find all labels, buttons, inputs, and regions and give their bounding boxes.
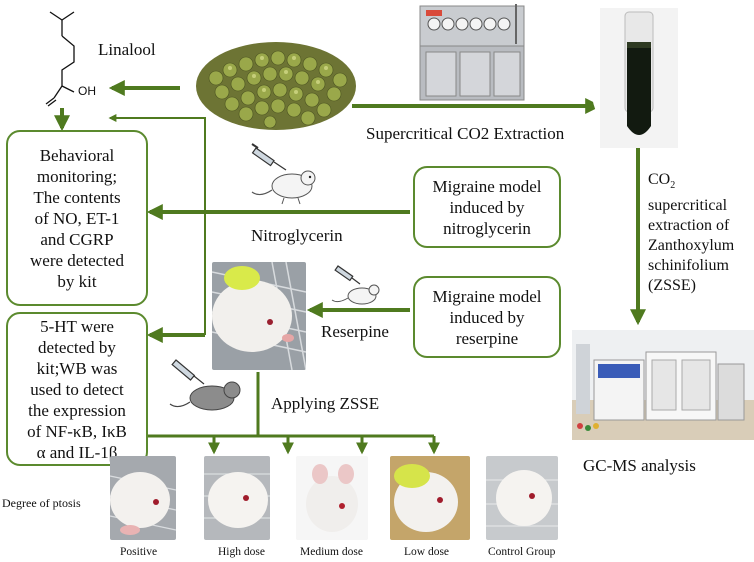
mouse-photo-low-dose xyxy=(390,456,470,540)
syringe-icon xyxy=(171,359,205,385)
hydroxyl-label: OH xyxy=(78,84,96,98)
gcms-label: GC-MS analysis xyxy=(583,456,696,475)
western-blot-text: 5-HT were detected by kit;WB was used to… xyxy=(27,316,127,462)
mouse-photo-medium-dose xyxy=(296,456,368,540)
applying-zsse-label: Applying ZSSE xyxy=(271,394,380,413)
extraction-label: Supercritical CO2 Extraction xyxy=(366,124,565,143)
co2-text: CO xyxy=(648,171,671,188)
model-nitroglycerin-text: Migraine model induced by nitroglycerin xyxy=(432,176,542,238)
mouse-icon xyxy=(169,381,241,411)
mouse-injection-reserpine xyxy=(331,265,380,305)
syringe-icon xyxy=(334,265,361,285)
zsse-line-2: extraction of xyxy=(648,217,730,235)
model-nitroglycerin-box: Migraine model induced by nitroglycerin xyxy=(413,166,561,248)
mouse-icon xyxy=(251,170,316,205)
ptosis-label: Degree of ptosis xyxy=(2,496,81,510)
group-label-high-dose: High dose xyxy=(218,546,265,558)
western-blot-box: 5-HT were detected by kit;WB was used to… xyxy=(6,312,148,466)
behavioral-monitoring-box: Behavioral monitoring; The contents of N… xyxy=(6,130,148,306)
mouse-photo-positive xyxy=(110,456,176,540)
zsse-line-1: supercritical xyxy=(648,197,728,215)
behavioral-monitoring-text: Behavioral monitoring; The contents of N… xyxy=(30,145,124,291)
model-reserpine-box: Migraine model induced by reserpine xyxy=(413,276,561,358)
mouse-injection-nitroglycerin xyxy=(251,143,316,205)
zsse-line-3: Zanthoxylum xyxy=(648,237,735,255)
gcms-instrument-icon xyxy=(572,330,754,440)
syringe-icon xyxy=(251,143,287,171)
group-label-control-group: Control Group xyxy=(488,546,556,558)
group-label-low-dose: Low dose xyxy=(404,546,450,558)
connector-photo-to-linalool xyxy=(108,114,206,335)
mouse-icon xyxy=(331,284,380,305)
zsse-line-5: (ZSSE) xyxy=(648,277,696,295)
mouse-photo-high-dose xyxy=(204,456,270,540)
model-reserpine-text: Migraine model induced by reserpine xyxy=(432,286,542,348)
reserpine-label: Reserpine xyxy=(321,322,389,341)
nitroglycerin-label: Nitroglycerin xyxy=(251,226,343,245)
zsse-line-4: schinifolium xyxy=(648,257,729,275)
test-tube-icon xyxy=(590,8,688,148)
linalool-structure xyxy=(45,11,75,107)
mouse-photo-model xyxy=(212,262,306,370)
pepper-seeds-photo xyxy=(196,42,356,130)
mouse-injection-zsse xyxy=(169,359,241,411)
group-label-medium-dose: Medium dose xyxy=(300,546,363,558)
mouse-photo-control-group xyxy=(486,456,558,540)
group-label-positive: Positive xyxy=(120,546,158,558)
linalool-label: Linalool xyxy=(98,40,156,59)
extractor-machine-icon xyxy=(416,4,528,104)
co2-subscript: 2 xyxy=(670,180,676,192)
zsse-label: CO2 supercritical extraction of Zanthoxy… xyxy=(648,170,734,296)
